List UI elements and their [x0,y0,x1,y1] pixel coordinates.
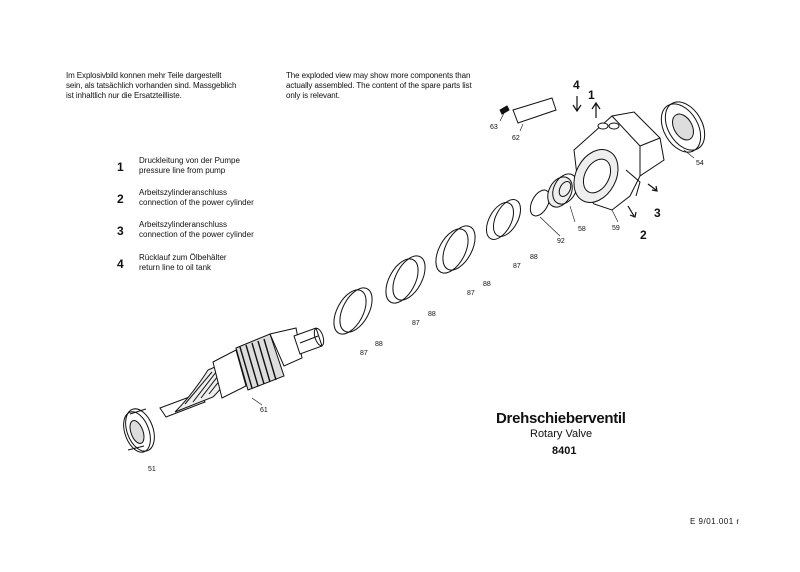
callout-88: 88 [428,311,436,318]
port-arrows [572,96,658,218]
valve-shaft-61 [159,327,325,418]
title-german: Drehschieberventil [496,410,626,427]
callout-54: 54 [696,160,704,167]
plate-62 [512,97,557,124]
seal-ring-set-3 [435,225,476,274]
valve-housing-59 [573,111,665,211]
seal-51 [123,408,155,453]
callout-61: 61 [260,407,268,414]
port-label-1: 1 [588,88,595,102]
ring-92 [529,189,551,217]
seal-ring-set-2 [385,255,426,304]
seal-54 [660,101,706,153]
leader-lines [251,112,695,406]
port-label-3: 3 [654,206,661,220]
port-label-2: 2 [640,228,647,242]
note-english: The exploded view may show more componen… [286,71,472,100]
callout-62: 62 [512,135,520,142]
callout-92: 92 [557,238,565,245]
bushing-58 [547,173,578,208]
drawing-reference: E 9/01.001 r [690,517,740,526]
callout-88: 88 [483,281,491,288]
callout-87: 87 [467,290,475,297]
callout-88: 88 [530,254,538,261]
callout-87: 87 [412,320,420,327]
callout-88: 88 [375,341,383,348]
note-german: Im Explosivbild konnen mehr Teile darges… [66,71,237,100]
port-label-4: 4 [573,78,580,92]
callout-63: 63 [490,124,498,131]
callout-87: 87 [513,263,521,270]
callout-59: 59 [612,225,620,232]
callout-87: 87 [360,350,368,357]
title-english: Rotary Valve [530,428,593,440]
assembly-number: 8401 [552,445,577,457]
callout-51: 51 [148,466,156,473]
seal-ring-set-1 [333,287,373,335]
callout-58: 58 [578,226,586,233]
seal-ring-set-4 [485,199,522,240]
screw-63 [499,105,510,115]
